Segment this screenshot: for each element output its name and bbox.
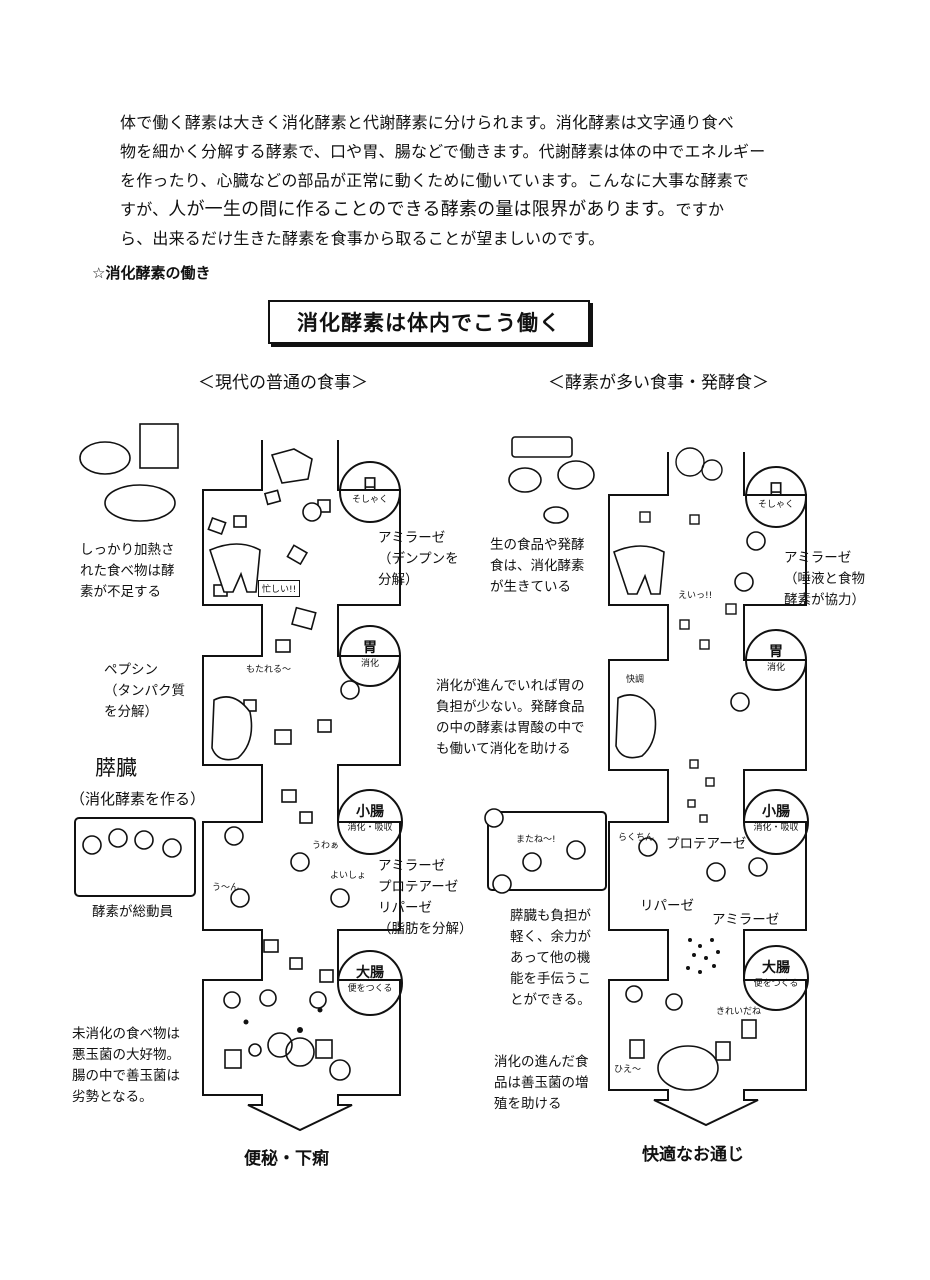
right-outcome: 快適なお通じ: [642, 1145, 744, 1165]
right-stomach-note: 消化が進んでいれば胃の負担が少ない。発酵食品の中の酵素は胃酸の中でも働いて消化を…: [436, 678, 585, 757]
section-heading: ☆消化酵素の働き: [92, 264, 211, 282]
right-protease-tag: プロテアーゼ: [666, 836, 747, 852]
left-small-int-bubble: よいしょ: [330, 871, 367, 881]
enzyme-characters: [79, 423, 768, 1091]
intro-line: ら、出来るだけ生きた酵素を食事から取ることが望ましいのです。: [120, 229, 605, 248]
left-small-intestine-label: 小腸消化・吸収: [347, 804, 393, 833]
right-amylase-tag: アミラーゼ: [712, 912, 780, 928]
left-stomach-badge: [339, 625, 401, 687]
intro-paragraph: 体で働く酵素は大きく消化酵素と代謝酵素に分けられます。消化酵素は文字通り食べ 物…: [120, 108, 820, 253]
left-pancreas-note: 酵素が総動員: [92, 904, 173, 920]
right-food-note: 生の食品や発酵食は、消化酵素が生きている: [490, 537, 585, 595]
right-large-intestine-badge: [743, 945, 809, 1011]
left-mouth-badge: [339, 461, 401, 523]
right-stomach-bubble: 快調: [626, 675, 645, 685]
right-pancreas-box: [487, 811, 607, 891]
right-mouth-label: 口そしゃく: [757, 481, 794, 510]
right-pancreas-bubble: またね〜!: [516, 835, 556, 845]
left-food-chunks: [207, 448, 351, 1081]
left-mouth-note: アミラーゼ（デンプンを分解）: [378, 530, 459, 588]
intro-emphasis: 人が一生の間に作ることのできる酵素の量は限界があります。: [168, 199, 676, 220]
left-small-intestine-note: アミラーゼプロテアーゼリパーゼ（脂肪を分解）: [378, 858, 473, 937]
right-small-intestine-badge: [743, 789, 809, 855]
left-large-intestine-badge: [337, 950, 403, 1016]
left-stomach-note: ペプシン（タンパク質を分解）: [104, 662, 185, 720]
figure-title: 消化酵素は体内でこう働く: [268, 300, 590, 344]
left-small-intestine-badge: [337, 789, 403, 855]
right-digestive-tract: [608, 452, 807, 1127]
intro-line: すが、人が一生の間に作ることのできる酵素の量は限界があります。ですか: [120, 199, 725, 220]
right-food-chunks: [639, 447, 737, 823]
right-mouth-note: アミラーゼ（唾液と食物酵素が協力）: [784, 550, 865, 608]
intro-line: 物を細かく分解する酵素で、口や胃、腸などで働きます。代謝酵素は体の中でエネルギー: [120, 142, 766, 161]
right-mouth-badge: [745, 466, 807, 528]
right-large-intestine-note: 消化の進んだ食品は善玉菌の増殖を助ける: [494, 1054, 589, 1112]
left-pancreas-box: [74, 817, 196, 897]
left-stomach-bubble: もたれる〜: [246, 665, 292, 675]
pancreas-title: 膵臓: [95, 756, 137, 780]
left-outcome: 便秘・下痢: [244, 1149, 329, 1169]
left-mouth-label: 口そしゃく: [351, 476, 388, 505]
left-large-intestine-label: 大腸便をつくる: [347, 965, 393, 994]
right-mouth-bubble: えいっ!!: [678, 591, 713, 601]
intro-line: 体で働く酵素は大きく消化酵素と代謝酵素に分けられます。消化酵素は文字通り食べ: [120, 113, 735, 132]
left-digestive-tract: [202, 440, 401, 1132]
right-stomach-label: 胃消化: [766, 644, 785, 673]
right-stomach-badge: [745, 629, 807, 691]
left-small-int-bubble: う〜ん: [212, 883, 240, 893]
left-column-heading: ＜現代の普通の食事＞: [198, 373, 368, 393]
right-pancreas-note: 膵臓も負担が軽く、余力があって他の機能を手伝うことができる。: [510, 908, 591, 1008]
right-lipase-tag: リパーゼ: [640, 898, 694, 914]
left-small-int-bubble: うわぁ: [312, 841, 340, 851]
right-large-intestine-label: 大腸便をつくる: [753, 960, 799, 989]
left-mouth-bubble: 忙しい!!: [258, 580, 301, 597]
right-small-int-bubble: らくちん: [618, 833, 655, 843]
right-small-intestine-label: 小腸消化・吸収: [753, 804, 799, 833]
pancreas-subtitle: （消化酵素を作る）: [70, 790, 206, 808]
intro-line: を作ったり、心臓などの部品が正常に動くために働いています。こんなに大事な酵素で: [120, 171, 750, 190]
left-large-intestine-note: 未消化の食べ物は悪玉菌の大好物。腸の中で善玉菌は劣勢となる。: [72, 1026, 180, 1105]
right-large-int-bubble: きれいだね: [716, 1007, 762, 1017]
left-stomach-label: 胃消化: [360, 640, 379, 669]
right-column-heading: ＜酵素が多い食事・発酵食＞: [548, 373, 769, 393]
right-large-int-bubble: ひえ〜: [614, 1065, 642, 1075]
left-food-note: しっかり加熱された食べ物は酵素が不足する: [80, 542, 175, 600]
right-digested-particles: [243, 938, 720, 1033]
